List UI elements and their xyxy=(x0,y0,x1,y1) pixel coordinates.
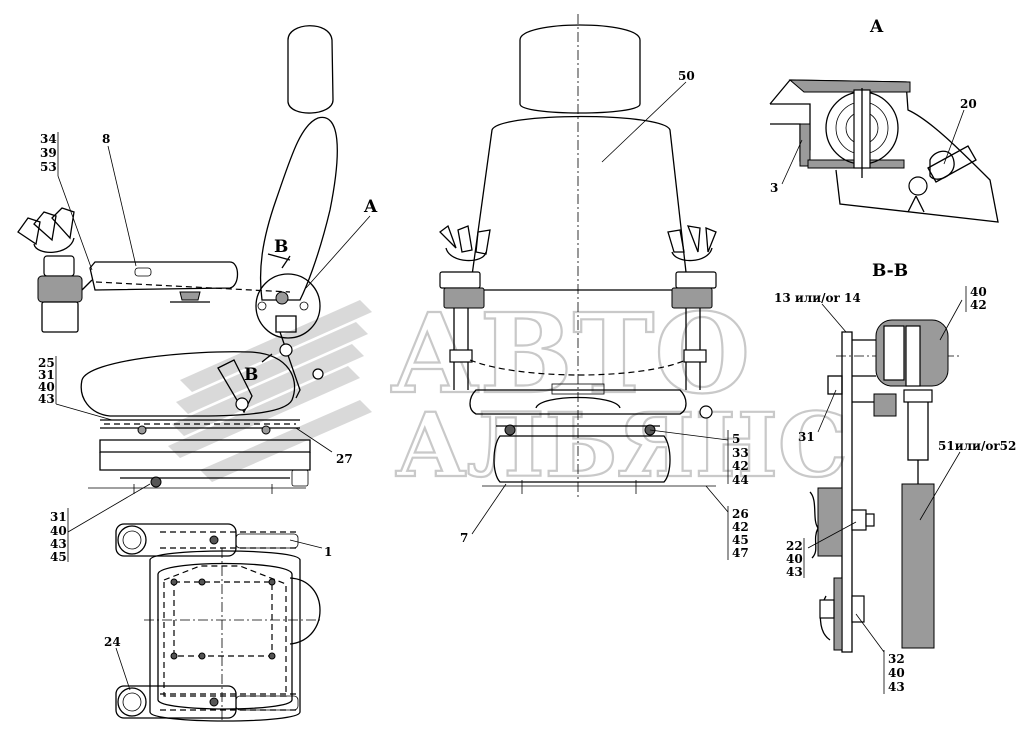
front-cushion xyxy=(469,389,687,415)
callout-24: 24 xyxy=(104,635,121,649)
side-backrest xyxy=(259,116,338,301)
watermark-line2: АЛЬЯНС xyxy=(395,393,848,497)
detail-a-outline xyxy=(769,79,999,223)
callout-42: 42 xyxy=(732,459,749,473)
callout-40: 40 xyxy=(38,380,55,394)
callout-5: 5 xyxy=(732,432,740,446)
callout-13-14: 13 или/or 14 xyxy=(774,291,861,305)
callout-40b: 40 xyxy=(50,524,67,538)
section-bb-title: B-B xyxy=(872,261,908,281)
callout-31c: 31 xyxy=(798,430,815,444)
callout-1: 1 xyxy=(324,545,332,559)
front-headrest xyxy=(519,24,641,114)
callout-45b: 45 xyxy=(732,533,749,547)
section-a-title: A xyxy=(869,17,884,37)
side-armrest xyxy=(89,261,239,291)
leader-lines xyxy=(55,81,967,694)
cut-b-bottom-label: B xyxy=(244,365,258,385)
callout-31: 31 xyxy=(38,368,55,382)
callout-51-52: 51или/or52 xyxy=(938,439,1016,453)
callout-labels: 34 39 53 8 25 31 40 43 27 31 40 43 45 1 … xyxy=(38,69,1016,694)
side-mechanism-plate xyxy=(255,273,321,339)
side-headrest xyxy=(287,25,334,114)
callout-50: 50 xyxy=(678,69,695,83)
callout-22: 22 xyxy=(786,539,803,553)
callout-27: 27 xyxy=(336,452,353,466)
callout-26: 26 xyxy=(732,507,749,521)
front-joystick-right xyxy=(667,225,717,390)
bb-cylinder xyxy=(901,483,935,649)
callout-39: 39 xyxy=(40,146,57,160)
side-cushion xyxy=(80,351,296,417)
callout-43: 43 xyxy=(38,392,55,406)
callout-32: 32 xyxy=(888,652,905,666)
front-backrest xyxy=(469,115,689,291)
callout-40c: 40 xyxy=(970,285,987,299)
callout-42c: 42 xyxy=(970,298,987,312)
front-base xyxy=(493,435,671,483)
callout-8: 8 xyxy=(102,132,110,146)
callout-31b: 31 xyxy=(50,510,67,524)
callout-7: 7 xyxy=(460,531,468,545)
callout-47: 47 xyxy=(732,546,749,560)
cut-a-label: A xyxy=(363,197,378,217)
callout-43e: 43 xyxy=(888,680,905,694)
front-joystick-left xyxy=(439,224,491,390)
callout-20: 20 xyxy=(960,97,977,111)
callout-3: 3 xyxy=(770,181,778,195)
side-joystick xyxy=(17,207,93,333)
callout-43b: 43 xyxy=(50,537,67,551)
callout-40e: 40 xyxy=(888,666,905,680)
callout-45: 45 xyxy=(50,550,67,564)
top-view xyxy=(115,523,321,722)
front-view xyxy=(439,14,717,500)
top-frame xyxy=(149,550,301,722)
side-view xyxy=(17,25,338,494)
cut-marker-b: B B xyxy=(244,237,291,385)
callout-33: 33 xyxy=(732,446,749,460)
callout-42b: 42 xyxy=(732,520,749,534)
callout-53: 53 xyxy=(40,160,57,174)
callout-43d: 43 xyxy=(786,565,803,579)
callout-25: 25 xyxy=(38,356,55,370)
callout-34: 34 xyxy=(40,132,57,146)
side-suspension xyxy=(99,452,311,471)
section-bb: B-B xyxy=(809,261,960,653)
cut-b-top-label: B xyxy=(274,237,288,257)
callout-40d: 40 xyxy=(786,552,803,566)
callout-44: 44 xyxy=(732,473,749,487)
detail-a xyxy=(769,79,999,223)
watermark: АВТО АЛЬЯНС xyxy=(168,288,849,498)
